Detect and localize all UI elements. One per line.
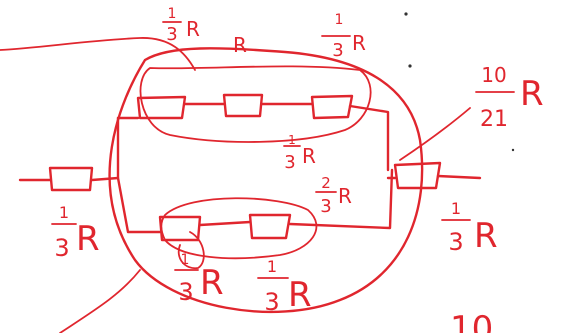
svg-text:R: R xyxy=(288,275,312,315)
svg-text:3: 3 xyxy=(54,234,69,262)
resistor-top-2 xyxy=(222,93,264,118)
resistor-bottom-1 xyxy=(158,215,202,242)
resistor-top-3 xyxy=(310,94,354,120)
svg-text:R: R xyxy=(474,216,498,256)
right-output-wire xyxy=(386,174,482,180)
resistor-right-output xyxy=(393,161,442,190)
left-branch-wire xyxy=(116,116,394,234)
resistor-left-input xyxy=(48,166,94,192)
svg-text:3: 3 xyxy=(166,24,177,45)
stray-dot-1 xyxy=(404,12,408,16)
label-bottom-middle: 1 3 R xyxy=(257,257,312,316)
stray-bottom-left-wire xyxy=(59,269,141,333)
left-input-wire xyxy=(18,176,120,182)
svg-text:1: 1 xyxy=(181,252,190,268)
stray-top-left-wire xyxy=(0,37,196,71)
svg-text:1: 1 xyxy=(168,6,177,22)
svg-text:R: R xyxy=(520,74,544,114)
svg-text:3: 3 xyxy=(264,288,279,316)
svg-text:10: 10 xyxy=(450,309,493,333)
label-top-right: 1 3 R xyxy=(321,12,366,61)
label-center-right: 2 3 R xyxy=(315,174,352,217)
svg-text:1: 1 xyxy=(288,133,296,147)
bottom-grouping-loop xyxy=(160,197,318,260)
svg-text:R: R xyxy=(186,17,200,41)
label-center-middle: 1 3 R xyxy=(283,133,316,173)
label-right-top: 10 21 R xyxy=(475,63,544,132)
svg-text:1: 1 xyxy=(335,12,344,28)
svg-text:R: R xyxy=(338,184,352,208)
resistor-top-1 xyxy=(136,95,187,120)
svg-text:R: R xyxy=(302,144,316,168)
label-top-middle: R xyxy=(233,33,247,57)
svg-text:10: 10 xyxy=(481,63,506,87)
top-grouping-loop xyxy=(139,65,372,143)
svg-text:R: R xyxy=(352,31,366,55)
svg-text:1: 1 xyxy=(59,203,69,222)
svg-text:3: 3 xyxy=(178,278,193,306)
stray-dot-3 xyxy=(511,148,515,152)
top-row-wire xyxy=(116,102,390,172)
svg-text:3: 3 xyxy=(284,152,295,173)
svg-text:R: R xyxy=(233,33,247,57)
label-bottom-left: 1 3 R xyxy=(174,252,224,306)
label-top-left: 1 3 R xyxy=(162,6,200,45)
svg-text:R: R xyxy=(200,263,224,303)
label-right-bottom: 1 3 R xyxy=(441,199,498,256)
label-left-bottom: 1 3 R xyxy=(51,203,100,262)
outer-loop xyxy=(108,47,424,314)
svg-text:2: 2 xyxy=(321,174,331,192)
resistor-bottom-2 xyxy=(248,213,292,240)
svg-text:R: R xyxy=(76,219,100,259)
svg-text:21: 21 xyxy=(480,107,508,132)
svg-text:3: 3 xyxy=(320,196,331,217)
svg-text:1: 1 xyxy=(451,199,461,218)
stray-right-wire xyxy=(399,107,471,161)
svg-text:3: 3 xyxy=(332,40,343,61)
label-partial-bottom-right: 10 xyxy=(450,309,493,333)
bottom-small-loop xyxy=(177,231,205,270)
svg-text:1: 1 xyxy=(267,257,277,276)
stray-dot-2 xyxy=(408,64,412,68)
svg-text:3: 3 xyxy=(448,228,463,256)
